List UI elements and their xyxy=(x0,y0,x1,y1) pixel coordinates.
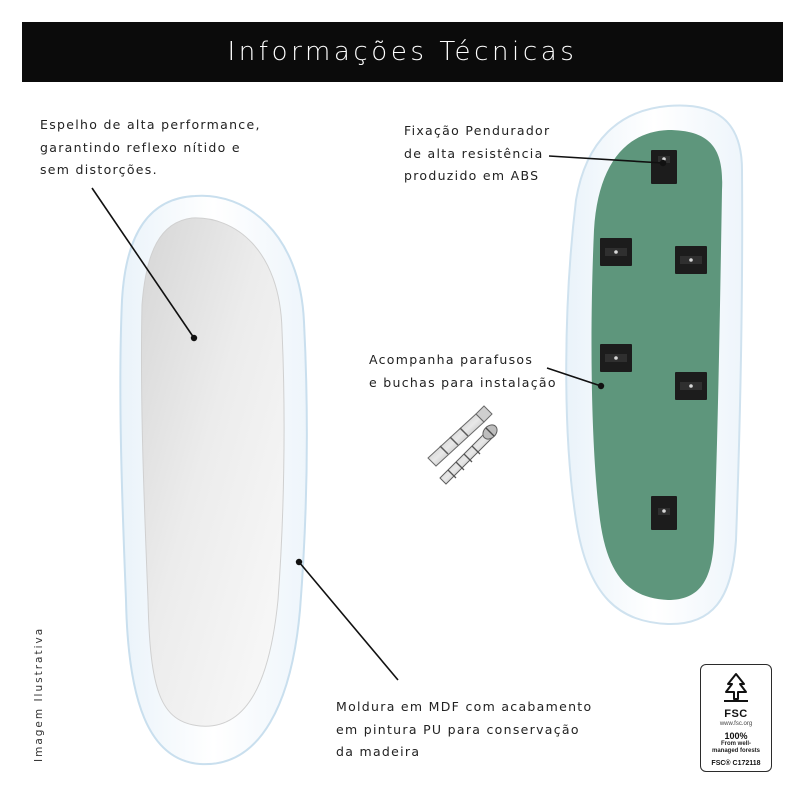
fsc-code: FSC® C172118 xyxy=(711,760,761,767)
annotation-line: sem distorções. xyxy=(40,162,158,177)
callout-screws xyxy=(546,367,605,390)
annotation-frame: Moldura em MDF com acabamento em pintura… xyxy=(336,696,592,764)
mirror-front xyxy=(119,194,308,766)
hanger-right-upper xyxy=(675,246,707,274)
annotation-line: produzido em ABS xyxy=(404,168,540,183)
page-title: Informações Técnicas xyxy=(227,37,578,67)
annotation-hanger: Fixação Pendurador de alta resistência p… xyxy=(404,120,550,188)
callout-mirror xyxy=(91,187,198,342)
fsc-url: www.fsc.org xyxy=(719,721,753,727)
fsc-percent: 100% xyxy=(724,731,748,741)
annotation-line: Fixação Pendurador xyxy=(404,123,551,138)
annotation-line: Moldura em MDF com acabamento xyxy=(336,699,593,714)
header-bar: Informações Técnicas xyxy=(22,22,783,82)
wall-plug-icon xyxy=(427,405,493,467)
fsc-desc-line: managed forests xyxy=(711,748,760,754)
screw-icon xyxy=(439,424,498,485)
annotation-line: em pintura PU para conservação xyxy=(336,721,580,737)
annotation-line: de alta resistência xyxy=(404,145,544,161)
callout-frame xyxy=(295,558,399,681)
annotation-line: Acompanha parafusos xyxy=(369,352,534,367)
hanger-top xyxy=(651,150,677,184)
hanger-left-upper xyxy=(600,238,632,266)
annotation-line: da madeira xyxy=(336,744,421,759)
callout-hanger xyxy=(548,155,667,167)
illustrative-image-caption: Imagem Ilustrativa xyxy=(33,626,45,762)
fsc-desc-line: From well- xyxy=(720,741,751,747)
hanger-right-middle xyxy=(675,372,707,400)
fsc-tree-icon xyxy=(724,673,748,702)
hanger-bottom xyxy=(651,496,677,530)
annotation-mirror: Espelho de alta performance, garantindo … xyxy=(40,114,261,182)
annotation-line: Espelho de alta performance, xyxy=(40,117,261,132)
mirror-back xyxy=(565,104,744,626)
annotation-line: e buchas para instalação xyxy=(369,374,557,390)
fsc-badge: FSC www.fsc.org 100% From well- managed … xyxy=(700,664,772,772)
hanger-left-middle xyxy=(600,344,632,372)
annotation-screws: Acompanha parafusos e buchas para instal… xyxy=(369,349,557,394)
mirror-glass xyxy=(140,217,285,727)
annotation-line: garantindo reflexo nítido e xyxy=(40,139,241,155)
fsc-brand: FSC xyxy=(724,708,748,720)
